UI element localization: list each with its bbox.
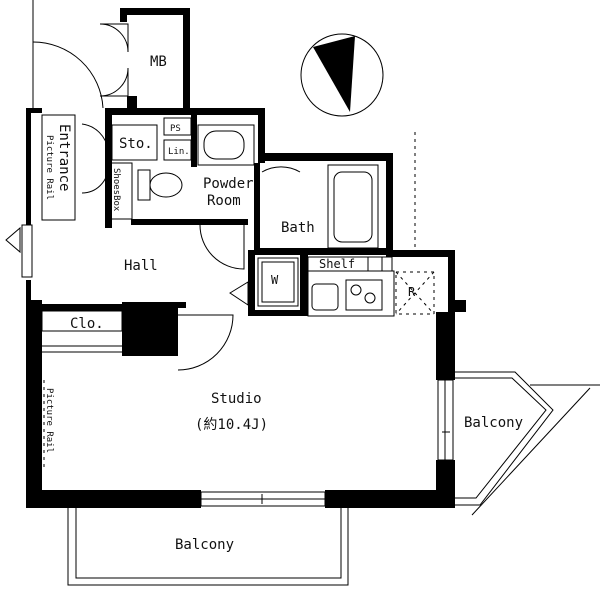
picture-rail-entrance-label: Picture Rail xyxy=(44,135,54,200)
ps-label: PS xyxy=(170,124,181,134)
balconies xyxy=(67,371,600,586)
sto-label: Sto. xyxy=(119,136,153,152)
entrance-label: Entrance xyxy=(56,124,72,191)
balcony-bottom-label: Balcony xyxy=(175,537,234,553)
studio-label: Studio xyxy=(211,391,262,407)
windows xyxy=(200,379,454,507)
shoes-box-label: ShoesBox xyxy=(111,168,121,212)
closet-label: Clo. xyxy=(70,316,104,332)
doors xyxy=(5,23,301,371)
mb-label: MB xyxy=(150,54,167,70)
walls xyxy=(26,8,466,508)
picture-rail-studio-label: Picture Rail xyxy=(44,388,54,453)
powder-room-label-2: Room xyxy=(207,193,241,209)
lin-label: Lin. xyxy=(168,147,190,157)
washer-label: W xyxy=(271,273,279,287)
compass-icon xyxy=(300,33,384,117)
shelf-label: Shelf xyxy=(319,257,355,271)
refrigerator-label: R xyxy=(408,285,416,299)
powder-room-label-1: Powder xyxy=(203,176,254,192)
fixtures xyxy=(41,114,435,470)
balcony-right-label: Balcony xyxy=(464,415,523,431)
hall-label: Hall xyxy=(124,258,158,274)
studio-size-label: (約10.4J) xyxy=(195,417,268,433)
bath-label: Bath xyxy=(281,220,315,236)
